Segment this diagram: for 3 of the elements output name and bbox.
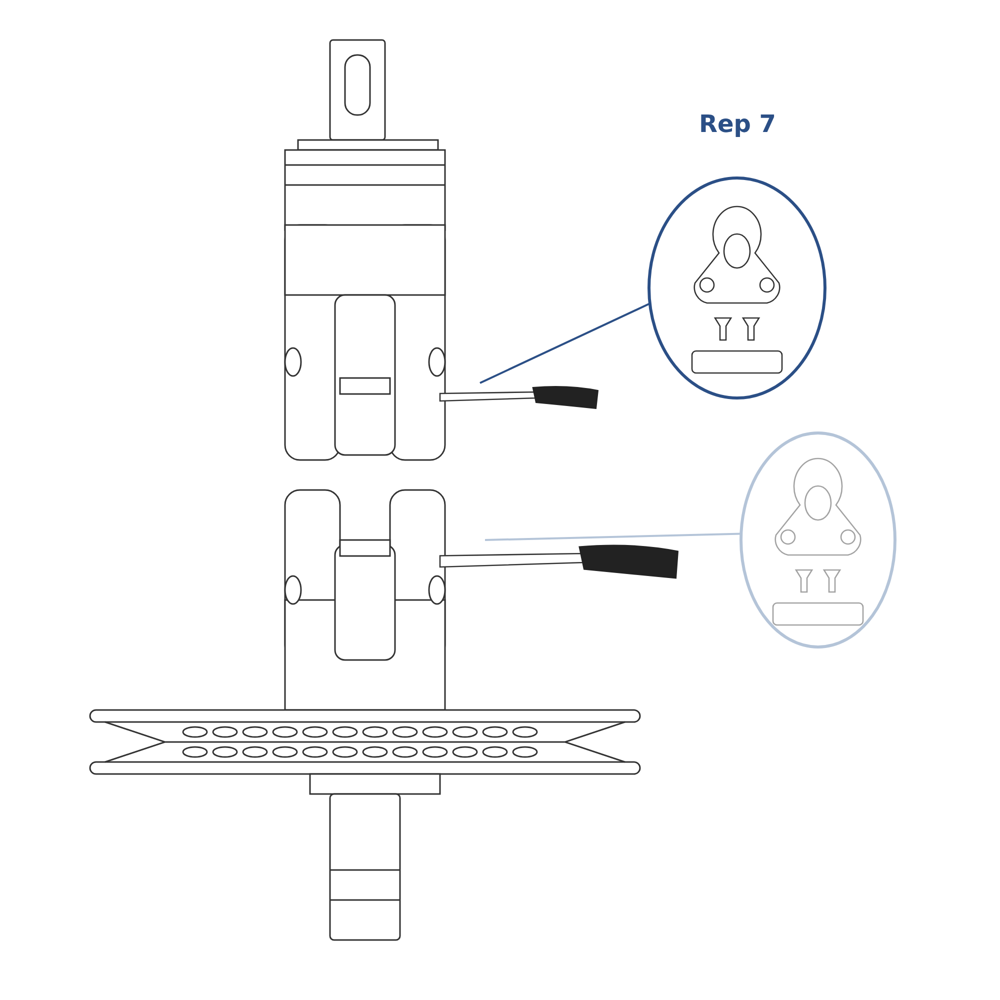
leader-line xyxy=(484,532,742,541)
detail-title: Rep 7 xyxy=(698,110,777,138)
leader-line xyxy=(480,302,650,384)
